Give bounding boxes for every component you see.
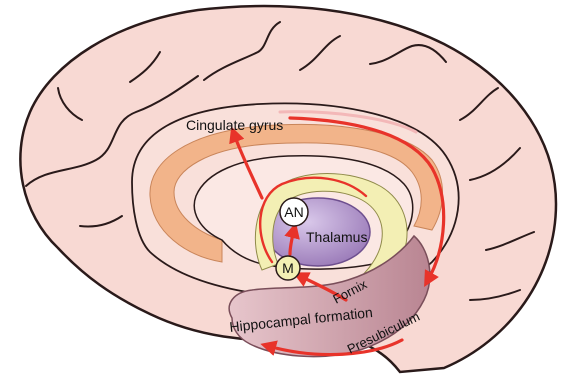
mammillary-body-label: M <box>282 260 294 276</box>
thalamus-label: Thalamus <box>306 229 367 245</box>
anterior-nucleus-label: AN <box>284 204 303 220</box>
cingulate-gyrus-label: Cingulate gyrus <box>186 117 283 133</box>
